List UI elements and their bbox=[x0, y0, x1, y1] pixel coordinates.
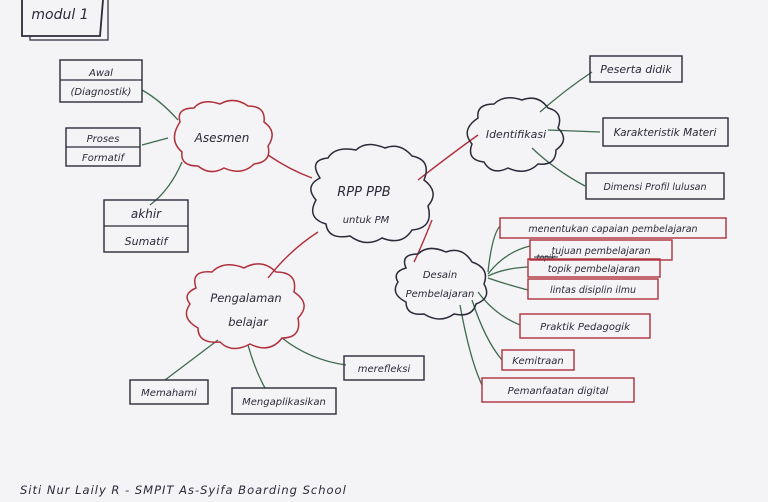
central-title: RPP PPB bbox=[337, 185, 391, 200]
asesmen-title: Asesmen bbox=[194, 131, 250, 145]
desain-item-6: Pemanfaatan digital bbox=[481, 377, 635, 403]
module-label-box: modul 1 bbox=[21, 0, 109, 41]
identifikasi-cloud: Identifikasi bbox=[466, 97, 565, 172]
pengalaman-title-line2: belajar bbox=[228, 315, 269, 329]
pengalaman-item-label: merefleksi bbox=[358, 364, 411, 375]
asesmen-awal-top: Awal bbox=[88, 68, 113, 79]
desain-item-0: menentukan capaian pembelajaran bbox=[499, 217, 727, 239]
pengalaman-item-label: Mengaplikasikan bbox=[242, 397, 326, 408]
pengalaman-title-line1: Pengalaman bbox=[210, 291, 281, 305]
identifikasi-item-1: Karakteristik Materi bbox=[602, 117, 729, 147]
identifikasi-item-0: Peserta didik bbox=[589, 55, 683, 83]
desain-item-5: Kemitraan bbox=[501, 349, 575, 371]
identifikasi-item-label: Peserta didik bbox=[600, 63, 672, 76]
desain-item-4: Praktik Pedagogik bbox=[519, 313, 651, 339]
identifikasi-item-label: Dimensi Profil lulusan bbox=[603, 182, 706, 193]
asesmen-proses-bottom: Formatif bbox=[82, 153, 126, 164]
desain-item-label: Kemitraan bbox=[512, 356, 564, 367]
pengalaman-item-1: Mengaplikasikan bbox=[231, 387, 337, 415]
footer-author: Siti Nur Laily R - SMPIT As-Syifa Boardi… bbox=[20, 483, 347, 497]
desain-item-label: Praktik Pedagogik bbox=[540, 322, 631, 333]
desain-cloud: Desain Pembelajaran bbox=[394, 247, 488, 320]
desain-title-line2: Pembelajaran bbox=[406, 289, 475, 300]
asesmen-awal-bottom: (Diagnostik) bbox=[71, 87, 132, 98]
pengalaman-cloud: Pengalaman belajar bbox=[185, 263, 305, 350]
identifikasi-item-label: Karakteristik Materi bbox=[614, 127, 717, 139]
desain-item-label: menentukan capaian pembelajaran bbox=[528, 224, 697, 235]
main-connectors bbox=[267, 134, 479, 279]
desain-item-1: tujuan pembelajaran topik bbox=[529, 239, 673, 262]
desain-item-label: Pemanfaatan digital bbox=[508, 386, 609, 397]
pengalaman-item-label: Memahami bbox=[141, 388, 197, 399]
central-subtitle: untuk PM bbox=[343, 215, 390, 226]
desain-title-line1: Desain bbox=[423, 270, 457, 281]
desain-item-label: tujuan pembelajaran bbox=[552, 246, 651, 257]
pengalaman-item-0: Memahami bbox=[129, 379, 209, 405]
asesmen-box-proses: Proses Formatif bbox=[65, 127, 141, 167]
asesmen-proses-top: Proses bbox=[87, 134, 120, 145]
asesmen-box-awal: Awal (Diagnostik) bbox=[59, 59, 143, 103]
desain-item-label: lintas disiplin ilmu bbox=[550, 285, 636, 296]
asesmen-cloud: Asesmen bbox=[173, 99, 273, 173]
asesmen-akhir-bottom: Sumatif bbox=[125, 235, 170, 248]
desain-item-3: lintas disiplin ilmu bbox=[527, 278, 659, 300]
identifikasi-title: Identifikasi bbox=[486, 128, 546, 141]
identifikasi-item-2: Dimensi Profil lulusan bbox=[585, 172, 725, 200]
asesmen-akhir-top: akhir bbox=[131, 207, 162, 221]
pengalaman-item-2: merefleksi bbox=[343, 355, 425, 381]
desain-item-label: topik pembelajaran bbox=[548, 264, 640, 275]
desain-item-2: topik pembelajaran bbox=[527, 258, 661, 278]
central-cloud: RPP PPB untuk PM bbox=[310, 143, 434, 244]
module-label: modul 1 bbox=[31, 7, 88, 23]
asesmen-box-akhir: akhir Sumatif bbox=[103, 199, 189, 253]
